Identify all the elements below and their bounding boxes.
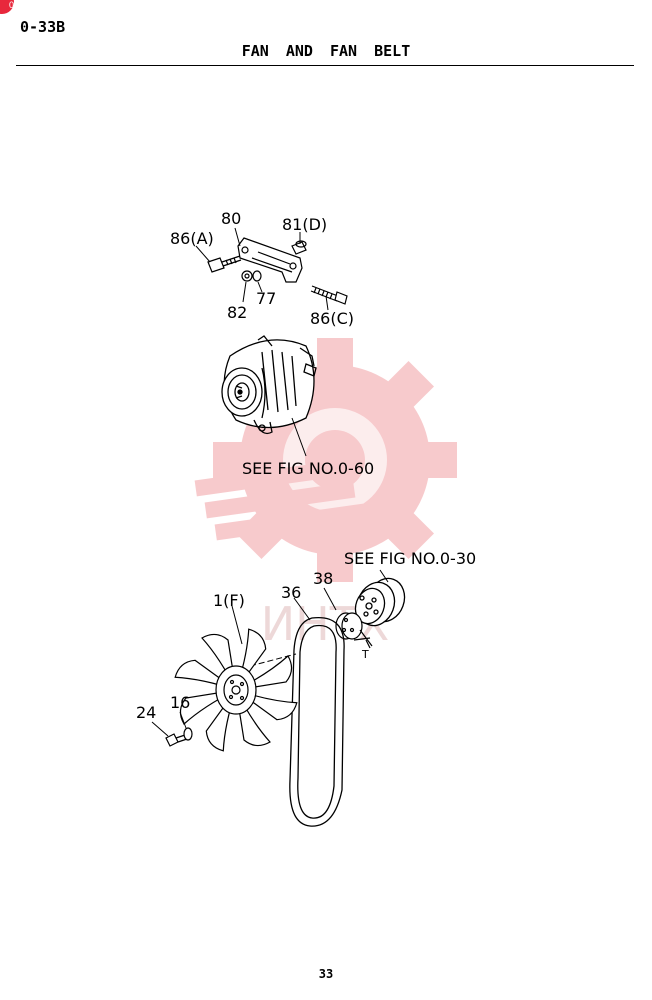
- bolt-86a: [207, 255, 242, 273]
- page-code: 0-33B: [20, 18, 66, 36]
- callout-86c: 86(C): [310, 309, 354, 328]
- bolt-washer-leaders: [151, 711, 187, 737]
- cooling-fan: [174, 628, 298, 752]
- alternator: [221, 335, 317, 435]
- stud-81d: [291, 240, 307, 255]
- alternator-leader: [291, 417, 307, 457]
- callout-80: 80: [221, 209, 241, 228]
- callout-86a: 86(A): [170, 229, 214, 248]
- callout-36: 36: [281, 583, 301, 602]
- spacer-38: [335, 612, 373, 649]
- washer-77: [252, 270, 262, 282]
- belt-leader: [293, 597, 311, 621]
- bracket-leaders: [195, 227, 329, 311]
- washer-16: [183, 727, 193, 741]
- callout-82: 82: [227, 303, 247, 322]
- water-pump-pulley: [354, 577, 406, 627]
- callout-81d: 81(D): [282, 215, 327, 234]
- pump-leader: [379, 569, 389, 583]
- page-number: 33: [318, 967, 334, 981]
- callout-77: 77: [256, 289, 276, 308]
- callout-see-fig-alternator: SEE FIG NO.0-60: [242, 459, 374, 478]
- fan-leader: [231, 605, 243, 645]
- page-title: FAN AND FAN BELT: [241, 42, 411, 60]
- bolt-24: [165, 733, 191, 747]
- fan-belt-36: [289, 616, 345, 827]
- nut-82: [241, 270, 253, 282]
- header-rule: [16, 65, 634, 66]
- bolt-86c: [310, 285, 348, 305]
- callout-see-fig-pump: SEE FIG NO.0-30: [344, 549, 476, 568]
- callout-16: 16: [170, 693, 190, 712]
- spacer-leader: [323, 587, 337, 611]
- callout-38: 38: [313, 569, 333, 588]
- callout-t: T: [361, 648, 369, 661]
- callout-24: 24: [136, 703, 156, 722]
- bracket-assembly: [207, 237, 348, 305]
- callout-1f: 1(F): [213, 591, 245, 610]
